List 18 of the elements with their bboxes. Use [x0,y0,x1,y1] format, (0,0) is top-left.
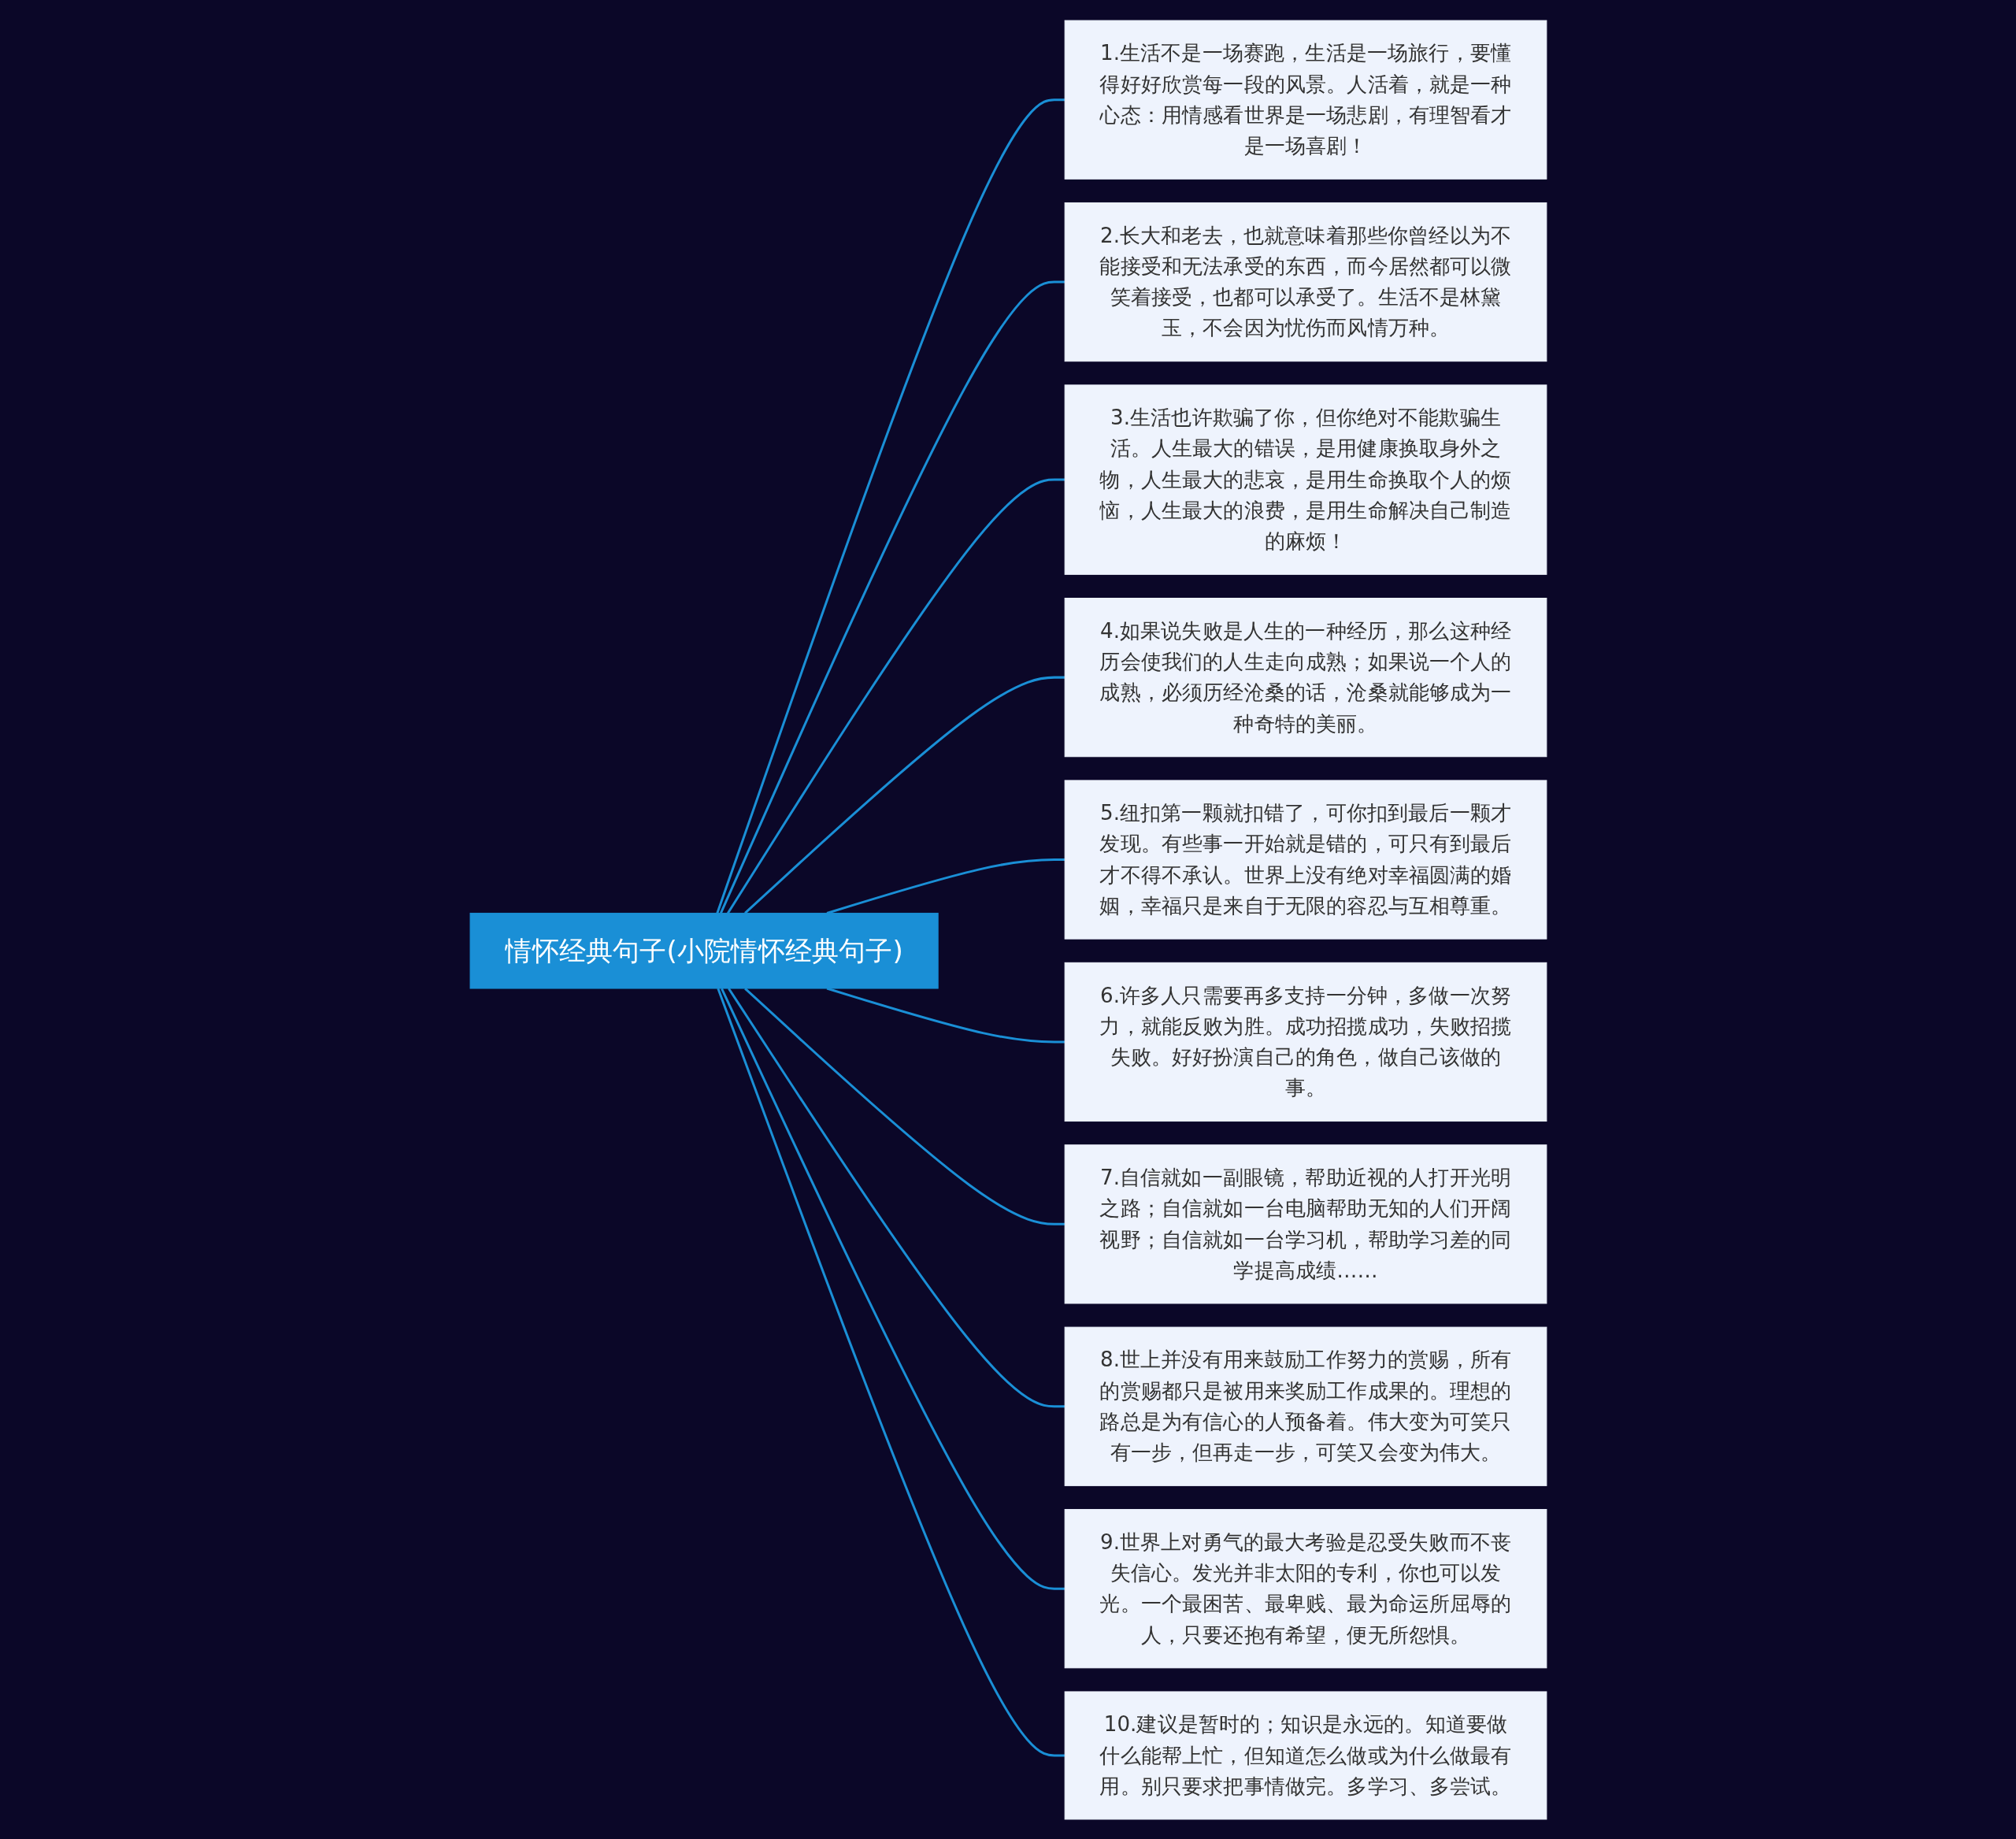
node-box: 3.生活也许欺骗了你，但你绝对不能欺骗生活。人生最大的错误，是用健康换取身外之物，人生最大的悲哀，是用生命换取个人的烦恼，人生最大的浪费，是用生命解决自己制造的麻烦！ [1064,384,1547,575]
node-box: 9.世界上对勇气的最大考验是忍受失败而不丧失信心。发光并非太阳的专利，你也可以发光。一个最困苦、最卑贱、最为命运所屈辱的人，只要还抱有希望，便无所怨惧。 [1064,1508,1547,1668]
connector [727,987,1065,1407]
connector [743,987,1065,1225]
connector [715,98,1065,914]
node-box: 5.纽扣第一颗就扣错了，可你扣到最后一颗才发现。有些事一开始就是错的，可只有到最后才不得不承认。世界上没有绝对幸福圆满的婚姻，幸福只是来自于无限的容忍与互相尊重。 [1064,779,1547,940]
connector [726,478,1065,914]
node-box: 4.如果说失败是人生的一种经历，那么这种经历会使我们的人生走向成熟；如果说一个人的成熟，必须历经沧桑的话，沧桑就能够成为一种奇特的美丽。 [1064,597,1547,757]
node-box: 6.许多人只需要再多支持一分钟，多做一次努力，就能反败为胜。成功招揽成功，失败招揽失败。好好扮演自己的角色，做自己该做的事。 [1064,962,1547,1122]
connector [716,988,1065,1756]
node-box: 7.自信就如一副眼镜，帮助近视的人打开光明之路；自信就如一台电脑帮助无知的人们开阔视野；自信就如一台学习机，帮助学习差的同学提高成绩…… [1064,1144,1547,1303]
node-box: 10.建议是暂时的；知识是永远的。知道要做什么能帮上忙，但知道怎么做或为什么做最有用。别只要求把事情做完。多学习、多尝试。 [1064,1690,1547,1819]
node-box: 2.长大和老去，也就意味着那些你曾经以为不能接受和无法承受的东西，而今居然都可以微笑着接受，也都可以承受了。生活不是林黛玉，不会因为忧伤而风情万种。 [1064,202,1547,361]
node-box: 1.生活不是一场赛跑，生活是一场旅行，要懂得好好欣赏每一段的风景。人活着，就是一种心态：用情感看世界是一场悲剧，有理智看才是一场喜剧！ [1064,20,1547,180]
connector [720,987,1065,1590]
connector [826,987,1065,1043]
node-box: 8.世上并没有用来鼓励工作努力的赏赐，所有的赏赐都只是被用来奖励工作成果的。理想的路总是为有信心的人预备着。伟大变为可笑只有一步，但再走一步，可笑又会变为伟大。 [1064,1326,1547,1486]
connector [719,280,1065,914]
